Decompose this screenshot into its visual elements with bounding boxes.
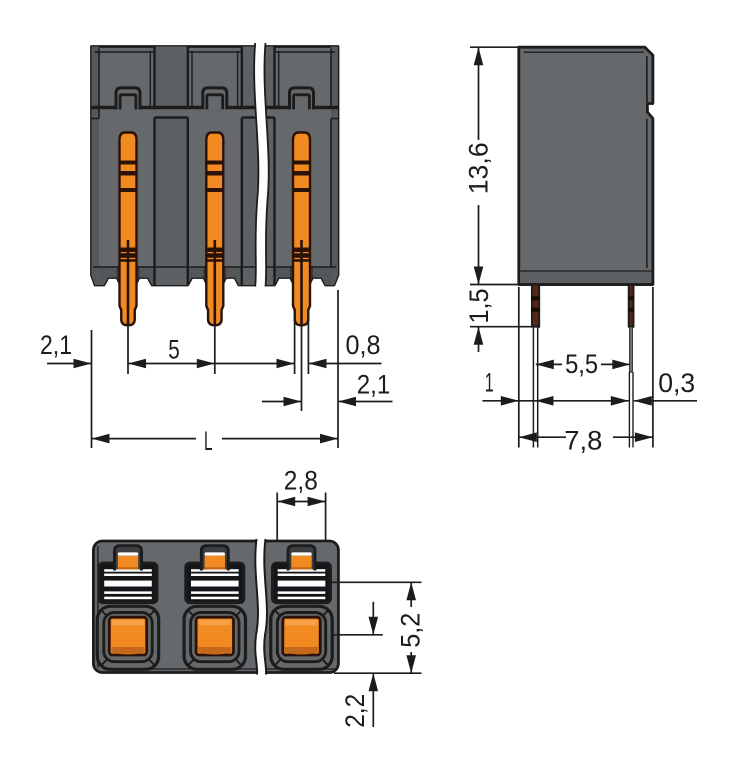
- svg-text:2,1: 2,1: [40, 330, 72, 360]
- svg-text:L: L: [204, 426, 213, 456]
- svg-text:7,8: 7,8: [564, 425, 602, 455]
- svg-text:5,5: 5,5: [565, 349, 598, 379]
- svg-text:0,8: 0,8: [346, 330, 381, 360]
- svg-text:1,5: 1,5: [464, 289, 494, 324]
- svg-text:13,6: 13,6: [463, 142, 493, 194]
- svg-text:0,3: 0,3: [658, 368, 695, 398]
- svg-text:5: 5: [168, 335, 180, 365]
- svg-text:1: 1: [485, 368, 494, 398]
- svg-text:5,2: 5,2: [396, 613, 426, 648]
- svg-text:2,2: 2,2: [340, 694, 370, 728]
- svg-text:2,8: 2,8: [284, 466, 318, 496]
- svg-text:2,1: 2,1: [357, 370, 391, 400]
